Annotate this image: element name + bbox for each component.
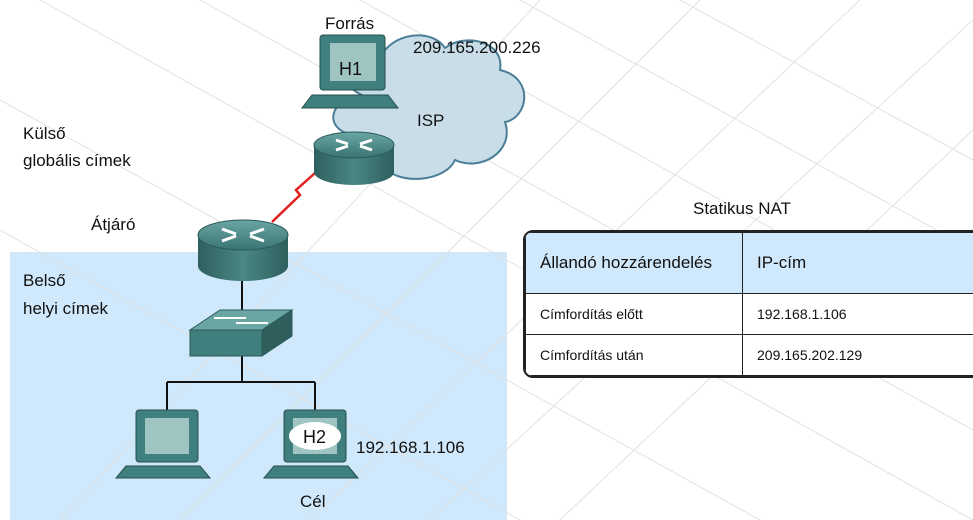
- source-ip-label: 209.165.200.226: [413, 38, 541, 57]
- gateway-router-icon: [197, 219, 289, 281]
- source-label: Forrás: [325, 14, 375, 33]
- nat-header-mapping: Állandó hozzárendelés: [525, 232, 743, 294]
- nat-row-before-label: Címfordítás előtt: [525, 293, 743, 335]
- h2-computer-icon: [262, 409, 360, 479]
- links: [166, 280, 316, 410]
- inside-local-zone: [10, 252, 507, 520]
- inside-local-label-line2: helyi címek: [23, 299, 109, 318]
- serial-link: [271, 164, 325, 223]
- destination-label: Cél: [300, 492, 326, 511]
- nat-row-before-ip: 192.168.1.106: [742, 293, 973, 335]
- h2-label: H2: [303, 427, 327, 447]
- isp-router-icon: [313, 131, 395, 185]
- inside-local-label-line1: Belső: [23, 271, 66, 290]
- h1-computer-icon: [300, 34, 400, 109]
- outside-global-label-line1: Külső: [23, 124, 66, 143]
- host-computer-icon: [114, 409, 212, 479]
- switch-icon: [188, 309, 294, 357]
- h1-label: H1: [339, 59, 363, 79]
- nat-table-header-row: Állandó hozzárendelés IP-cím: [525, 232, 973, 294]
- nat-header-ip: IP-cím: [742, 232, 973, 294]
- destination-ip-label: 192.168.1.106: [356, 438, 465, 457]
- table-row: Címfordítás után 209.165.202.129: [525, 334, 973, 376]
- isp-label: ISP: [417, 111, 445, 130]
- static-nat-table: Állandó hozzárendelés IP-cím Címfordítás…: [523, 230, 973, 378]
- table-row: Címfordítás előtt 192.168.1.106: [525, 293, 973, 335]
- outside-global-label-line2: globális címek: [23, 151, 131, 170]
- nat-row-after-label: Címfordítás után: [525, 334, 743, 376]
- nat-row-after-ip: 209.165.202.129: [742, 334, 973, 376]
- gateway-label: Átjáró: [91, 215, 136, 234]
- nat-table-title: Statikus NAT: [693, 199, 791, 218]
